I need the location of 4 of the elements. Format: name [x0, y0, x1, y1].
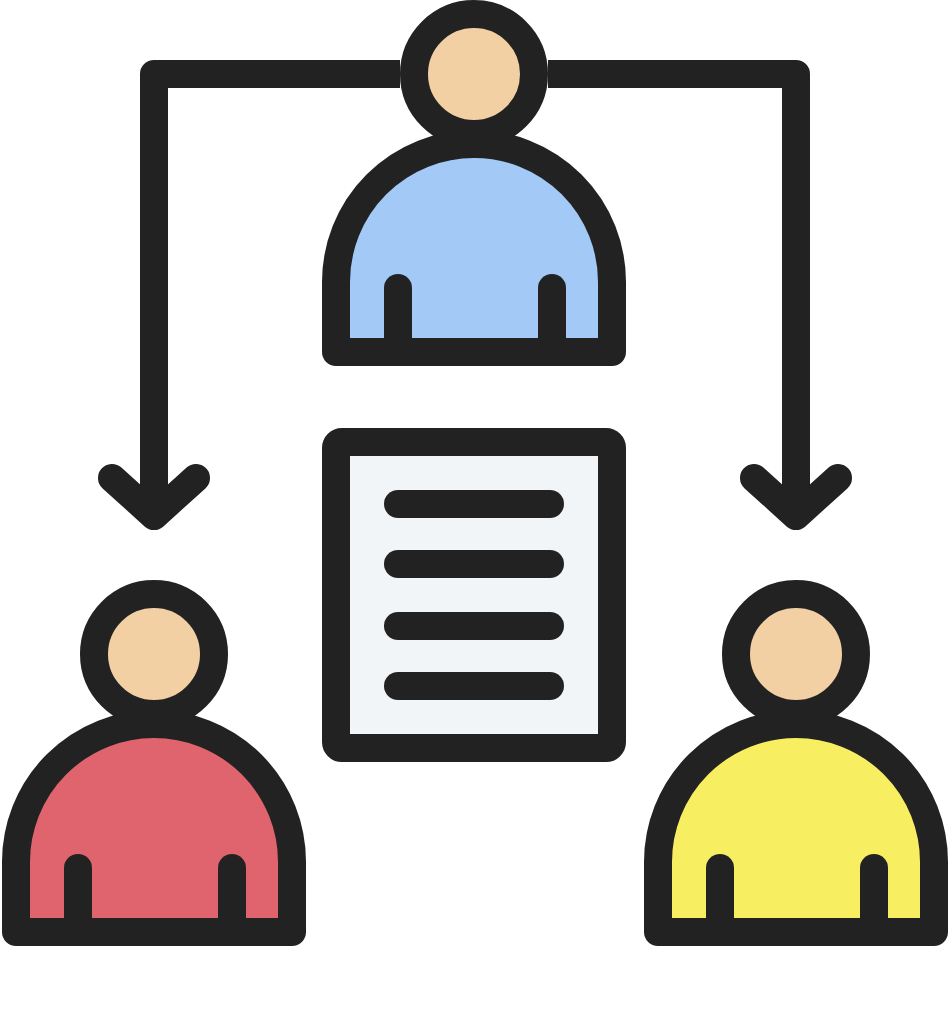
person-figure: [322, 0, 626, 366]
document-sheet: [322, 428, 626, 762]
person-figure: [644, 580, 948, 946]
person-figure: [2, 580, 306, 946]
